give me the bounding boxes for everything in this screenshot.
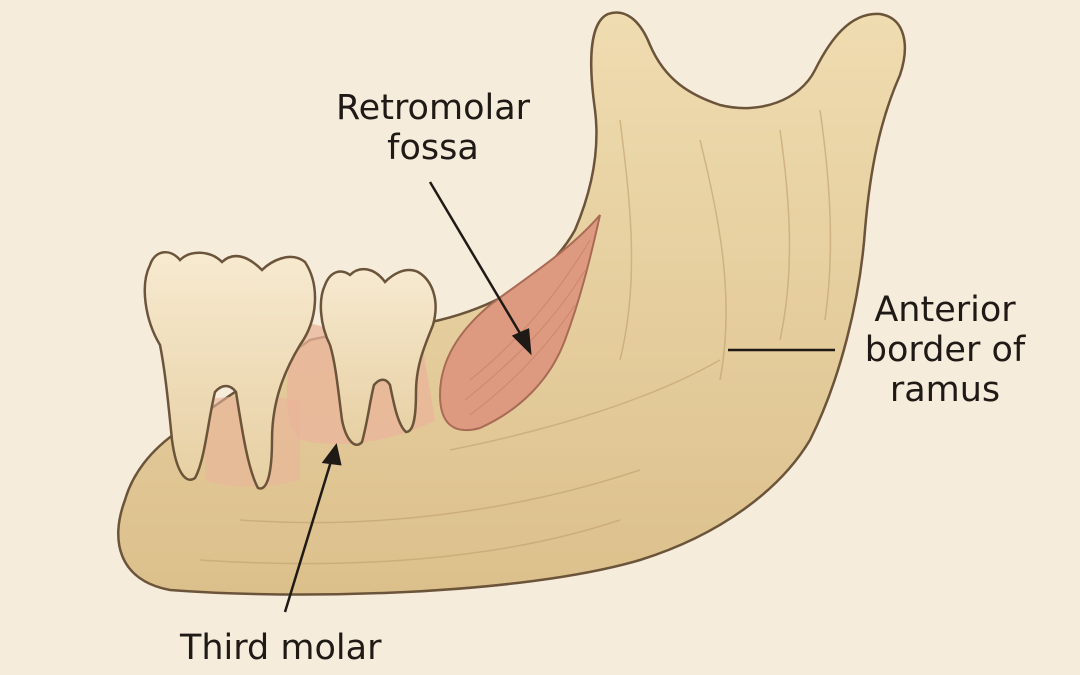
retromolar-fossa-label: Retromolar fossa [318, 88, 548, 168]
third-molar-tooth [319, 267, 437, 446]
retromolar-fossa-label-line1: Retromolar [335, 88, 531, 128]
anterior-border-label-line2: border of [864, 330, 1026, 370]
bone-texture [199, 109, 832, 565]
retromolar-fossa-label-line2: fossa [387, 128, 479, 168]
anterior-border-label: Anterior border of ramus [850, 290, 1040, 410]
retromolar-fossa-region [438, 214, 601, 432]
third-molar-label: Third molar [180, 628, 382, 668]
fossa-texture [464, 239, 591, 416]
molar-arrowhead [321, 443, 342, 466]
fossa-arrow-line [428, 181, 526, 341]
anterior-border-label-line1: Anterior [874, 290, 1016, 330]
fossa-arrowhead [511, 328, 532, 356]
molar-arrow-line [283, 457, 334, 613]
anterior-border-label-line3: ramus [889, 370, 1001, 410]
leader-lines [283, 181, 835, 613]
second-molar [143, 251, 317, 490]
